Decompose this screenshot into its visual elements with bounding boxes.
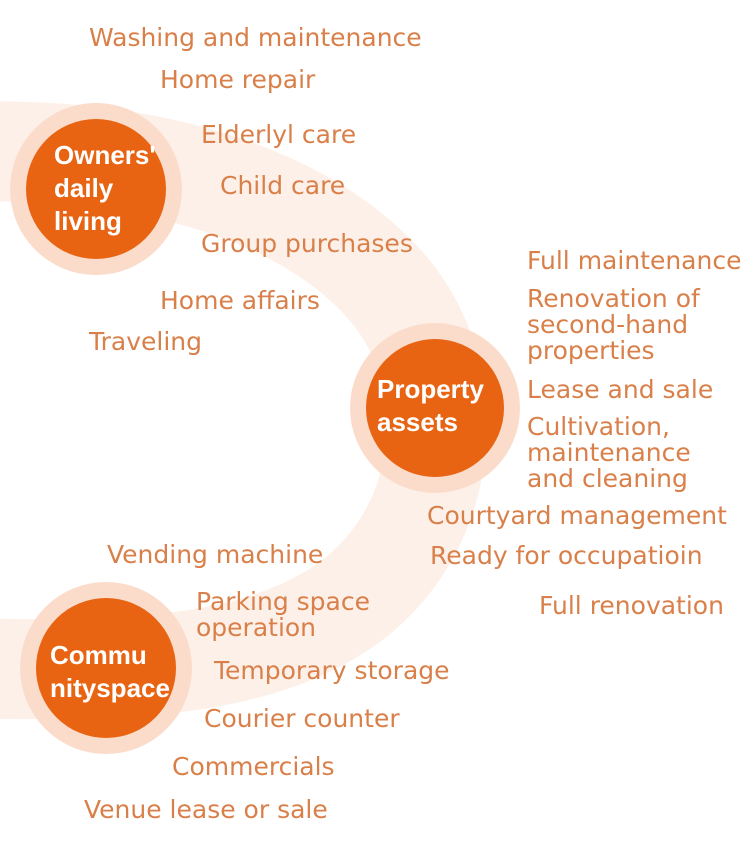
owners-item-elderly-care: Elderlyl care	[201, 120, 357, 149]
community-item-courier: Courier counter	[204, 704, 400, 733]
community-item-venue: Venue lease or sale	[84, 795, 328, 824]
community-hub	[36, 598, 176, 738]
property-item-renovation: Renovation of second-hand properties	[527, 284, 700, 365]
property-hub-label: Property assets	[377, 373, 484, 439]
owners-item-home-repair: Home repair	[160, 65, 316, 94]
property-item-ready-occupation: Ready for occupatioin	[430, 541, 703, 570]
owners-hub-label: Owners' daily living	[54, 139, 156, 238]
community-item-parking: Parking space operation	[196, 587, 370, 642]
owners-hub-line-3: living	[54, 206, 122, 236]
property-item-courtyard: Courtyard management	[427, 501, 727, 530]
community-hub-line-2: nityspace	[50, 673, 170, 703]
community-hub-label: Commu nityspace	[50, 639, 170, 705]
owners-item-washing: Washing and maintenance	[89, 23, 422, 52]
property-hub	[366, 339, 504, 477]
owners-hub-line-1: Owners'	[54, 140, 156, 170]
property-item-lease-sale: Lease and sale	[527, 375, 714, 404]
property-item-cultivation: Cultivation, maintenance and cleaning	[527, 412, 691, 493]
owners-item-home-affairs: Home affairs	[160, 286, 320, 315]
property-item-full-maintenance: Full maintenance	[527, 246, 742, 275]
community-hub-line-1: Commu	[50, 640, 147, 670]
owners-item-group-purchases: Group purchases	[201, 229, 413, 258]
property-hub-line-2: assets	[377, 407, 458, 437]
community-item-commercials: Commercials	[172, 752, 335, 781]
owners-hub	[26, 119, 166, 259]
property-hub-line-1: Property	[377, 374, 484, 404]
property-item-full-renovation: Full renovation	[539, 591, 724, 620]
community-item-vending: Vending machine	[107, 540, 324, 569]
owners-item-child-care: Child care	[220, 171, 346, 200]
community-item-storage: Temporary storage	[214, 656, 450, 685]
owners-item-traveling: Traveling	[89, 327, 202, 356]
owners-hub-line-2: daily	[54, 173, 114, 203]
